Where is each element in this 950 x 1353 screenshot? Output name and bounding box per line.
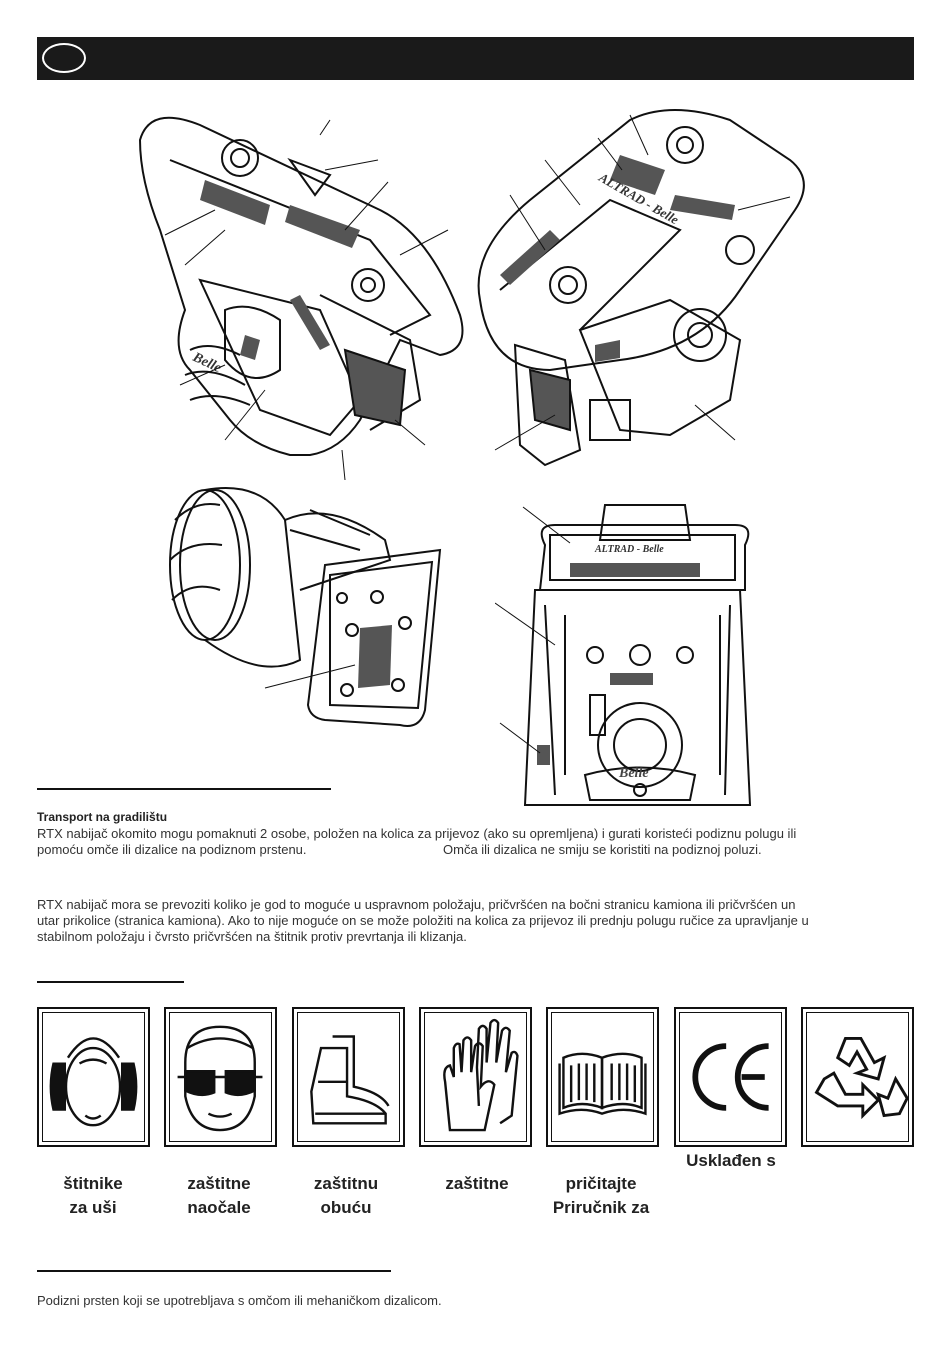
section-rule-transport xyxy=(37,788,331,790)
transport-para1-line1: RTX nabijač okomito mogu pomaknuti 2 oso… xyxy=(37,826,797,841)
ce-mark-box xyxy=(674,1007,787,1147)
transport-para2-line1: RTX nabijač mora se prevoziti koliko je … xyxy=(37,897,796,912)
machine-front-view-illustration: ALTRAD - Belle Belle xyxy=(495,504,752,806)
transport-heading: Transport na gradilištu xyxy=(37,810,168,824)
section-rule-safety xyxy=(37,981,184,983)
caption-ce-mark: Usklađen s xyxy=(686,1151,776,1170)
machine-front-illustration: Belle xyxy=(138,116,464,480)
recycle-box xyxy=(801,1007,914,1147)
caption-safety-goggles: zaštitne naočale xyxy=(187,1174,251,1217)
safety-boots-box xyxy=(292,1007,405,1147)
manual-book-icon xyxy=(558,1052,647,1116)
illustration-base-logo: Belle xyxy=(618,766,649,781)
section-rule-lifting xyxy=(37,1270,391,1272)
transport-paragraph-1: RTX nabijač okomito mogu pomaknuti 2 oso… xyxy=(37,826,912,858)
transport-para2-line3: stabilnom položaju i čvrsto pričvršćen n… xyxy=(37,929,467,944)
ce-mark-icon xyxy=(692,1043,769,1111)
header-bar xyxy=(37,37,914,80)
illustration-front-logo: ALTRAD - Belle xyxy=(594,544,664,555)
caption-ear-protection: štitnike za uši xyxy=(63,1174,123,1217)
manual-book-box xyxy=(546,1007,659,1147)
transport-paragraph-2: RTX nabijač mora se prevoziti koliko je … xyxy=(37,897,912,945)
recycle-icon xyxy=(814,1036,909,1120)
caption-safety-boots: zaštitnu obuću xyxy=(313,1174,379,1217)
caption-manual: pričitajte Priručnik za xyxy=(552,1174,650,1217)
safety-goggles-box xyxy=(164,1007,277,1147)
safety-gloves-box xyxy=(419,1007,532,1147)
transport-para1-line2b: Omča ili dizalica ne smiju se koristiti … xyxy=(443,842,762,857)
ear-protection-box xyxy=(37,1007,150,1147)
ear-protection-icon xyxy=(49,1037,138,1127)
safety-goggles-icon xyxy=(177,1025,263,1132)
language-badge xyxy=(42,43,86,73)
safety-boots-icon xyxy=(310,1035,390,1125)
caption-safety-gloves: zaštitne xyxy=(445,1174,509,1193)
transport-para1-line2a: pomoću omče ili dizalice na podiznom prs… xyxy=(37,842,307,857)
lifting-text: Podizni prsten koji se upotrebljava s om… xyxy=(37,1293,442,1308)
transport-para2-line2: utar prikolice (stranica kamiona). Ako t… xyxy=(37,913,809,928)
base-plate-illustration xyxy=(169,487,442,727)
machine-rear-illustration: ALTRAD - Belle xyxy=(477,109,805,467)
safety-gloves-icon xyxy=(443,1018,519,1132)
